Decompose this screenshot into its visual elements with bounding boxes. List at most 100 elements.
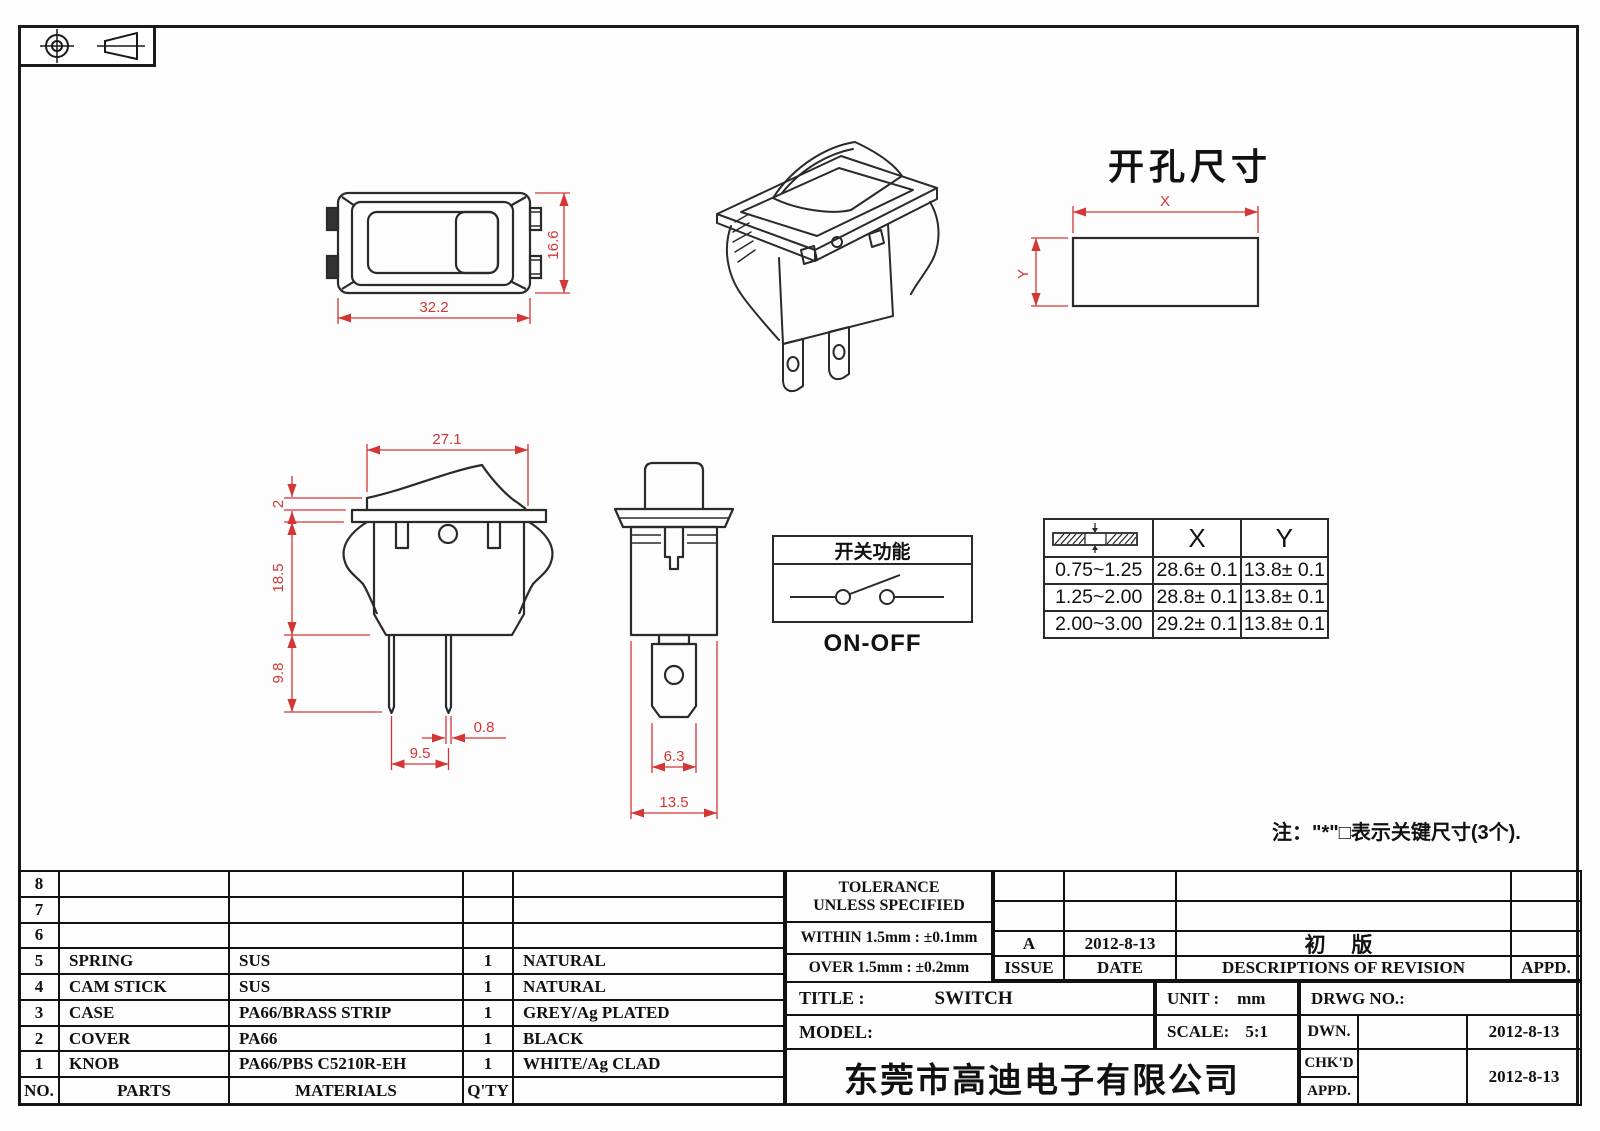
rev-header-issue: ISSUE bbox=[995, 957, 1065, 979]
scale-label: SCALE: bbox=[1167, 1022, 1230, 1041]
thickness-range: 2.00~3.00 bbox=[1042, 610, 1155, 639]
rev-cell bbox=[1512, 902, 1580, 932]
bom-header-no: NO. bbox=[20, 1078, 60, 1104]
bom-part: KNOB bbox=[60, 1052, 230, 1079]
flange-inner-rim bbox=[740, 167, 914, 237]
bom-remark: GREY/Ag PLATED bbox=[514, 1001, 783, 1027]
latch-hook bbox=[800, 245, 818, 265]
bom-no: 1 bbox=[20, 1052, 60, 1079]
bom-qty: 1 bbox=[464, 1000, 514, 1027]
bom-part: COVER bbox=[60, 1026, 230, 1053]
bom-remark bbox=[514, 872, 783, 898]
bom-qty: 1 bbox=[464, 1026, 514, 1053]
bom-no: 4 bbox=[20, 975, 60, 1001]
chkd-appd-signature-cell bbox=[1357, 1048, 1468, 1106]
switch-outer-body bbox=[336, 191, 532, 295]
bom-remark: BLACK bbox=[514, 1027, 783, 1053]
dimension-lines bbox=[284, 444, 529, 770]
title-block-area: 8 7 6 5 SPRING SUS 1 NATURAL 4 CAM STICK… bbox=[18, 870, 1582, 1106]
bom-material: PA66 bbox=[230, 1026, 464, 1053]
cutout-title: 开孔尺寸 bbox=[1107, 146, 1272, 187]
bom-material bbox=[230, 872, 464, 898]
scale-value: 5:1 bbox=[1245, 1022, 1269, 1041]
bom-no: 8 bbox=[20, 872, 60, 898]
tolerance-line2: UNLESS SPECIFIED bbox=[813, 896, 965, 914]
x-value: 29.2± 0.1 bbox=[1152, 610, 1242, 639]
bom-header-remark bbox=[514, 1078, 783, 1104]
dim-height: 16.6 bbox=[545, 230, 562, 259]
rocker-knob bbox=[366, 210, 500, 275]
bom-no: 7 bbox=[20, 897, 60, 924]
table-row: 1.25~2.00 28.8± 0.1 13.8± 0.1 bbox=[1042, 583, 1330, 612]
dimension-lines bbox=[630, 641, 718, 819]
bom-material: PA66/PBS C5210R-EH bbox=[230, 1052, 464, 1079]
bom-material: PA66/BRASS STRIP bbox=[230, 1000, 464, 1027]
scale-cell: SCALE: 5:1 bbox=[1155, 1014, 1299, 1050]
thickness-range: 1.25~2.00 bbox=[1042, 583, 1155, 612]
bom-qty bbox=[464, 872, 514, 898]
bom-material bbox=[230, 897, 464, 924]
rocker-paddle bbox=[454, 210, 500, 275]
left-clip-wing bbox=[725, 225, 780, 341]
bom-table: 8 7 6 5 SPRING SUS 1 NATURAL 4 CAM STICK… bbox=[18, 870, 785, 1106]
company-name: 东莞市高迪电子有限公司 bbox=[785, 1048, 1299, 1106]
dim-body-height: 18.5 bbox=[270, 563, 287, 592]
bom-part: SPRING bbox=[60, 949, 230, 976]
function-box-title: 开关功能 bbox=[774, 537, 971, 565]
function-box: 开关功能 bbox=[772, 535, 973, 623]
bom-header-parts: PARTS bbox=[60, 1078, 230, 1104]
rev-cell bbox=[1177, 872, 1512, 902]
bom-no: 3 bbox=[20, 1000, 60, 1027]
terminal-neck bbox=[657, 633, 691, 646]
bom-qty: 1 bbox=[464, 975, 514, 1001]
rev-cell bbox=[995, 902, 1065, 932]
switch-body bbox=[372, 522, 526, 637]
rev-header-appd: APPD. bbox=[1521, 958, 1571, 977]
pin-left bbox=[387, 635, 396, 715]
bom-part bbox=[60, 872, 230, 898]
tolerance-header: TOLERANCE UNLESS SPECIFIED bbox=[785, 870, 993, 923]
rev-date: 2012-8-13 bbox=[1065, 932, 1177, 957]
x-value: 28.8± 0.1 bbox=[1152, 583, 1242, 612]
bom-remark: NATURAL bbox=[514, 975, 783, 1001]
spst-switch-symbol bbox=[790, 574, 944, 605]
pivot-hole bbox=[437, 523, 459, 545]
bom-part: CASE bbox=[60, 1000, 230, 1027]
y-value: 13.8± 0.1 bbox=[1239, 556, 1330, 585]
rev-cell bbox=[1065, 872, 1177, 902]
slot bbox=[394, 522, 410, 550]
bom-qty bbox=[464, 923, 514, 950]
latch-hook bbox=[868, 229, 885, 248]
revision-table: A 2012-8-13 初 版 ISSUE DATE DESCRIPTIONS … bbox=[993, 870, 1582, 981]
col-header-y: Y bbox=[1239, 518, 1330, 558]
projection-symbols bbox=[40, 29, 145, 63]
cone-projection-icon bbox=[104, 31, 138, 61]
rev-cell bbox=[995, 872, 1065, 902]
bom-no: 5 bbox=[20, 949, 60, 976]
appd-label-cell: APPD. bbox=[1299, 1076, 1359, 1106]
bom-header-materials: MATERIALS bbox=[230, 1078, 464, 1104]
dim-pin-width: 0.8 bbox=[474, 719, 495, 736]
terminal-hole bbox=[663, 664, 685, 686]
side-view-drawing: 27.1 2 18.5 9.8 0.8 9.5 bbox=[270, 431, 554, 770]
tolerance-line1: TOLERANCE bbox=[838, 878, 940, 896]
bom-material: SUS bbox=[230, 975, 464, 1001]
title-cell: TITLE : SWITCH bbox=[785, 981, 1155, 1016]
table-row: 0.75~1.25 28.6± 0.1 13.8± 0.1 bbox=[1042, 556, 1330, 585]
dimension-lines bbox=[337, 192, 570, 324]
rev-description: 初 版 bbox=[1177, 932, 1512, 957]
terminal-left bbox=[782, 338, 804, 393]
key-dimension-note: 注："*"□表示关键尺寸(3个). bbox=[1272, 822, 1521, 844]
cutout-y-label: Y bbox=[1015, 269, 1032, 279]
model-label: MODEL: bbox=[799, 1021, 873, 1042]
dwn-date-cell: 2012-8-13 bbox=[1466, 1014, 1582, 1050]
flange bbox=[350, 508, 548, 524]
title-value: SWITCH bbox=[934, 987, 1013, 1009]
dim-terminal-width: 6.3 bbox=[664, 748, 685, 765]
rev-issue: A bbox=[995, 932, 1065, 957]
chkd-date-cell: 2012-8-13 bbox=[1466, 1048, 1582, 1106]
dwn-label-cell: DWN. bbox=[1299, 1014, 1359, 1050]
bom-material bbox=[230, 923, 464, 950]
switch-bezel bbox=[350, 200, 515, 287]
pin-right bbox=[444, 635, 453, 715]
